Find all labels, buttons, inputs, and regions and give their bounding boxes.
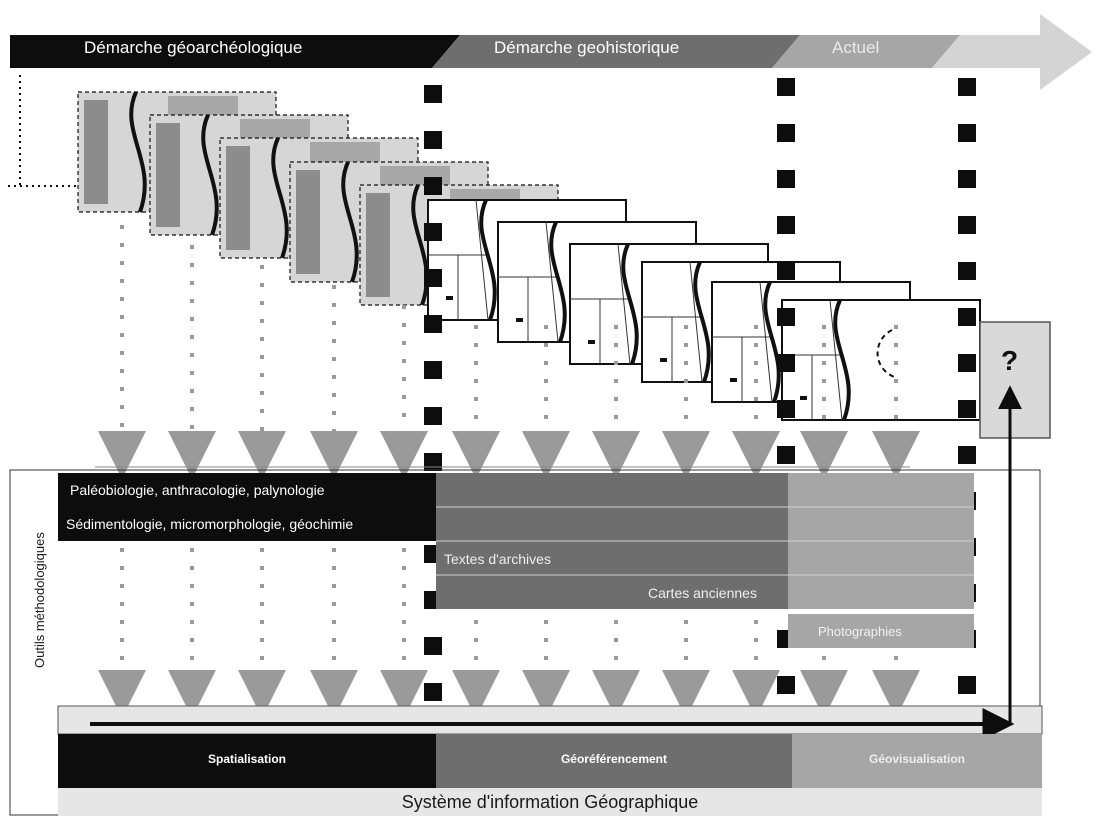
sig-title: Système d'information Géographique bbox=[401, 792, 699, 812]
map-street bbox=[617, 243, 631, 365]
map-street bbox=[545, 221, 559, 343]
map-street bbox=[570, 298, 630, 364]
river-line bbox=[341, 161, 359, 283]
river-line bbox=[621, 243, 639, 365]
boundary-square bbox=[777, 124, 795, 142]
boundary-square bbox=[424, 637, 442, 655]
river-line bbox=[411, 184, 429, 306]
map-street bbox=[498, 276, 558, 342]
tool-archives: Textes d'archives bbox=[444, 551, 551, 567]
map-sequence bbox=[77, 91, 981, 421]
map-street bbox=[712, 336, 772, 402]
boundary-square bbox=[777, 78, 795, 96]
phase-banner bbox=[10, 14, 1092, 90]
boundary-square bbox=[424, 453, 442, 471]
axis-geovis bbox=[792, 734, 1042, 788]
banner-geoarch-label: Démarche géoarchéologique bbox=[84, 38, 303, 57]
sig-bar bbox=[58, 788, 1042, 816]
boundary-square bbox=[424, 407, 442, 425]
map-shading bbox=[84, 100, 108, 204]
tool-band-black bbox=[58, 473, 436, 541]
boundary-square bbox=[777, 400, 795, 418]
boundary-square bbox=[424, 683, 442, 701]
boundary-square bbox=[777, 676, 795, 694]
axis-georef bbox=[436, 734, 792, 788]
river-line bbox=[833, 299, 851, 421]
map-marker bbox=[446, 296, 453, 300]
boundary-square bbox=[958, 308, 976, 326]
map-thumbnail bbox=[781, 299, 981, 421]
river-line bbox=[271, 137, 289, 259]
map-shading bbox=[156, 123, 180, 227]
river-line bbox=[549, 221, 567, 343]
tool-photos: Photographies bbox=[818, 624, 902, 639]
boundary-square bbox=[424, 315, 442, 333]
map-marker bbox=[516, 318, 523, 322]
boundary-square bbox=[958, 78, 976, 96]
boundary-square bbox=[958, 124, 976, 142]
tools-side-label: Outils méthodologiques bbox=[32, 532, 47, 668]
tool-sedimento: Sédimentologie, micromorphologie, géochi… bbox=[66, 516, 354, 532]
map-shading bbox=[296, 170, 320, 274]
axis-spatialisation-label: Spatialisation bbox=[207, 752, 287, 766]
boundary-square bbox=[958, 676, 976, 694]
axis-spatialisation bbox=[58, 734, 436, 788]
map-street bbox=[428, 254, 488, 320]
river-line bbox=[129, 91, 147, 213]
river-line bbox=[763, 281, 781, 403]
map-street bbox=[642, 316, 702, 382]
map-street bbox=[689, 261, 703, 383]
boundary-square bbox=[958, 170, 976, 188]
boundary-square bbox=[424, 223, 442, 241]
boundary-square bbox=[424, 131, 442, 149]
boundary-square bbox=[777, 354, 795, 372]
meander-line bbox=[876, 329, 898, 379]
map-street bbox=[475, 199, 489, 321]
map-frame bbox=[781, 299, 981, 421]
banner-geohist bbox=[432, 35, 800, 68]
river-line bbox=[479, 199, 497, 321]
banner-geoarch bbox=[10, 35, 460, 68]
boundary-square bbox=[958, 262, 976, 280]
boundary-square bbox=[777, 446, 795, 464]
tools-panel bbox=[9, 466, 1041, 816]
boundary-square bbox=[777, 216, 795, 234]
boundary-square bbox=[777, 170, 795, 188]
boundary-square bbox=[424, 269, 442, 287]
river-line bbox=[693, 261, 711, 383]
banner-geohist-label: Démarche geohistorique bbox=[494, 38, 680, 57]
axis-geovis-label: Géovisualisation bbox=[868, 752, 966, 766]
future-question-mark: ? bbox=[1001, 345, 1019, 376]
banner-actuel-label: Actuel bbox=[832, 38, 880, 57]
map-marker bbox=[588, 340, 595, 344]
tool-cartes: Cartes anciennes bbox=[648, 585, 757, 601]
boundary-square bbox=[958, 446, 976, 464]
banner-actuel bbox=[772, 35, 960, 68]
processing-axis bbox=[57, 385, 1043, 816]
river-line bbox=[201, 114, 219, 236]
tool-paleobio: Paléobiologie, anthracologie, palynologi… bbox=[70, 482, 325, 498]
map-shading bbox=[226, 146, 250, 250]
boundary-square bbox=[424, 361, 442, 379]
boundary-square bbox=[777, 308, 795, 326]
axis-georef-label: Géoréférencement bbox=[560, 752, 668, 766]
boundary-square bbox=[424, 177, 442, 195]
boundary-square bbox=[958, 400, 976, 418]
dotted-frame bbox=[8, 75, 78, 187]
future-map-box bbox=[979, 321, 1051, 439]
tool-band-photos bbox=[788, 614, 974, 648]
map-street bbox=[829, 299, 843, 421]
map-marker bbox=[730, 378, 737, 382]
map-marker bbox=[800, 396, 807, 400]
boundary-square bbox=[958, 216, 976, 234]
map-street bbox=[759, 281, 773, 403]
banner-future-arrow bbox=[932, 14, 1092, 90]
axis-track bbox=[57, 705, 1043, 735]
boundary-square bbox=[777, 262, 795, 280]
map-marker bbox=[660, 358, 667, 362]
boundary-square bbox=[424, 85, 442, 103]
map-shading bbox=[366, 193, 390, 297]
boundary-square bbox=[958, 354, 976, 372]
